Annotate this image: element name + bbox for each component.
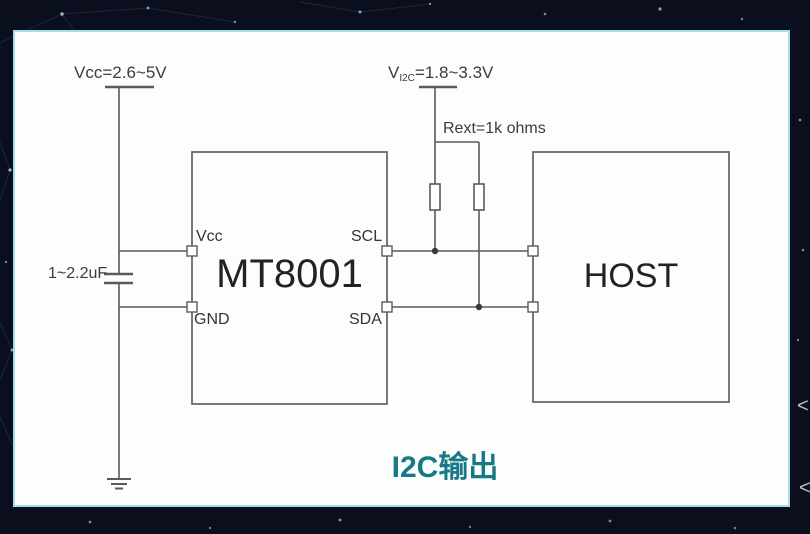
- chip-name: MT8001: [216, 252, 363, 296]
- host-pin-scl: [527, 245, 539, 257]
- vi2c-rail-label: VI2C=1.8~3.3V: [388, 63, 494, 84]
- pullup-resistor-sda: [473, 183, 485, 211]
- capacitor-symbol: [104, 272, 133, 285]
- chip-block-outline: [191, 151, 388, 405]
- chip-pin-label-scl: SCL: [351, 228, 383, 245]
- host-name: HOST: [583, 257, 679, 295]
- chip-pin-label-gnd: GND: [194, 311, 230, 328]
- chip-pin-label-vcc: Vcc: [196, 228, 223, 245]
- vi2c-prefix: V: [388, 63, 400, 82]
- chevron-decor-bottom: <: [799, 477, 810, 499]
- ground-symbol: [107, 478, 131, 490]
- rext-label: Rext=1k ohms: [443, 120, 546, 137]
- capacitor-label: 1~2.2uF: [48, 265, 108, 282]
- chip-pin-vcc: [186, 245, 198, 257]
- chip-pin-gnd: [186, 301, 198, 313]
- circuit-svg: [104, 85, 730, 490]
- chevron-decor-top: <: [797, 395, 809, 417]
- chip-pin-scl: [381, 245, 393, 257]
- host-pin-sda: [527, 301, 539, 313]
- diagram-panel: Vcc=2.6~5V VI2C=1.8~3.3V Rext=1k ohms 1~…: [13, 30, 790, 507]
- vi2c-subscript: I2C: [399, 73, 415, 84]
- chip-pin-sda: [381, 301, 393, 313]
- diagram-caption: I2C输出: [391, 451, 499, 484]
- scl-junction-dot: [431, 247, 439, 255]
- pullup-resistor-scl: [429, 183, 441, 211]
- host-block-outline: [532, 151, 730, 403]
- vi2c-suffix: =1.8~3.3V: [414, 63, 494, 82]
- vcc-rail-label: Vcc=2.6~5V: [74, 63, 167, 82]
- sda-junction-dot: [475, 303, 483, 311]
- chip-pin-label-sda: SDA: [349, 311, 382, 328]
